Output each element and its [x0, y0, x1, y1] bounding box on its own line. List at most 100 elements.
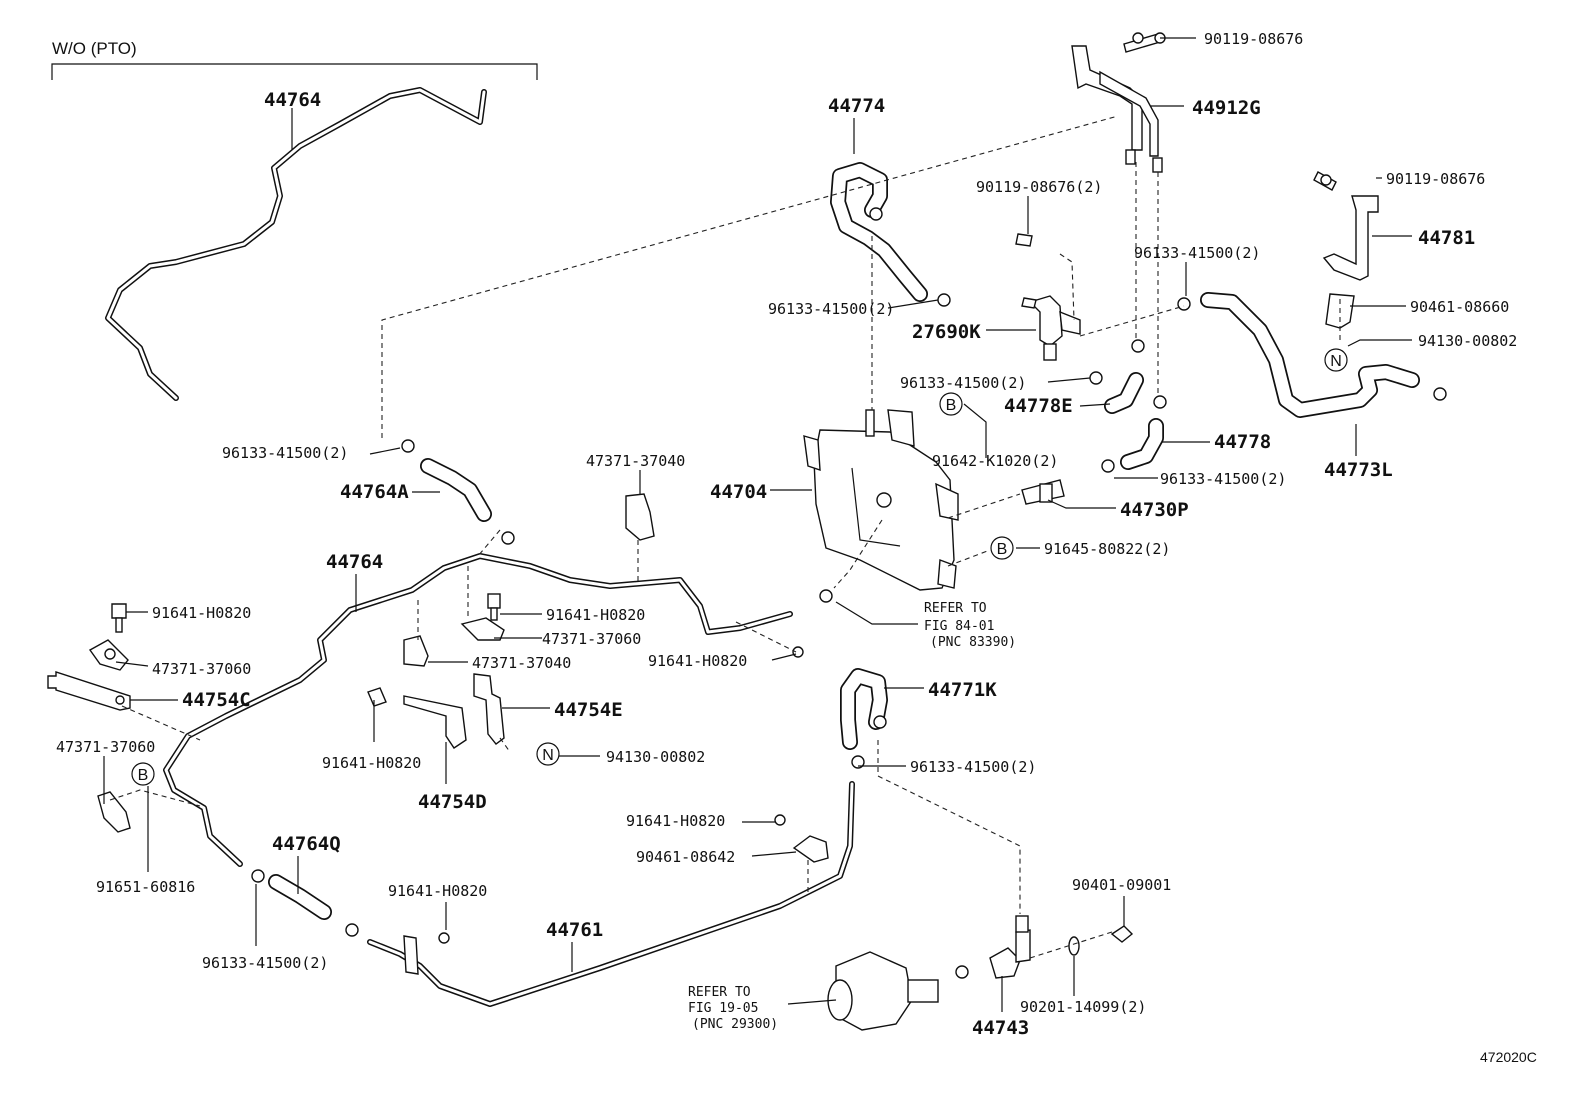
part-label-91641-H0820-d: 91641-H0820: [322, 754, 421, 772]
svg-text:B: B: [997, 541, 1008, 558]
svg-text:FIG 19-05: FIG 19-05: [688, 1001, 758, 1016]
clamp-47371-37040-a: [625, 493, 655, 541]
svg-text:B: B: [138, 767, 149, 784]
bolt-91641-H0820-a: [111, 603, 127, 633]
part-label-90461-08642: 90461-08642: [636, 848, 735, 866]
hose-44771K: [840, 668, 888, 750]
bracket-44754E: [473, 673, 505, 745]
union-44743: [989, 915, 1031, 979]
part-label-44764-mid: 44764: [326, 551, 383, 573]
part-label-44754C: 44754C: [182, 689, 251, 711]
part-label-91645-80822: 91645-80822(2): [1044, 540, 1170, 558]
part-label-44754E: 44754E: [554, 699, 623, 721]
part-label-44764A: 44764A: [340, 481, 409, 503]
part-label-47371-37040-a: 47371-37040: [586, 452, 685, 470]
bracket-44754D: [367, 687, 467, 749]
part-label-96133-41500-2-right: 96133-41500(2): [1134, 244, 1260, 262]
bracket-44912G: [1071, 32, 1166, 173]
symbol-B-3: B: [131, 762, 155, 786]
svg-text:REFER TO: REFER TO: [924, 601, 987, 616]
part-label-44754D: 44754D: [418, 791, 487, 813]
part-label-96133-41500-2-d: 96133-41500(2): [1160, 470, 1286, 488]
reservoir-tank-44704: [803, 409, 959, 591]
part-label-90119-08676-a: 90119-08676: [1204, 30, 1303, 48]
part-label-47371-37060-b: 47371-37060: [152, 660, 251, 678]
part-label-96133-41500-2-left: 96133-41500(2): [222, 444, 348, 462]
symbol-N-1: N: [1324, 348, 1348, 372]
valve-44730P: [1021, 479, 1065, 505]
washer-pump: [827, 951, 969, 1031]
part-label-90461-08660: 90461-08660: [1410, 298, 1509, 316]
svg-text:(PNC 29300): (PNC 29300): [692, 1017, 778, 1032]
bolt-90401-09001: [1110, 925, 1134, 943]
part-label-47371-37060-c: 47371-37060: [56, 738, 155, 756]
part-label-91641-H0820-c: 91641-H0820: [648, 652, 747, 670]
clamp-47371-37040-b: [403, 635, 429, 667]
pipe-44761: [367, 781, 855, 1007]
clamp-90461-08642: [792, 835, 829, 863]
part-label-47371-37060-a: 47371-37060: [542, 630, 641, 648]
part-label-91642-K1020: 91642-K1020(2): [932, 452, 1058, 470]
svg-text:REFER TO: REFER TO: [688, 985, 751, 1000]
reference-note-fig-84: REFER TO FIG 84-01 (PNC 83390): [924, 601, 1016, 650]
part-label-94130-00802-a: 94130-00802: [1418, 332, 1517, 350]
part-label-47371-37040-b: 47371-37040: [472, 654, 571, 672]
hose-44764A: [420, 458, 492, 522]
hose-44774: [830, 162, 928, 302]
part-label-91641-H0820-a: 91641-H0820: [152, 604, 251, 622]
hose-44773L: [1200, 292, 1420, 418]
part-label-91651-60816: 91651-60816: [96, 878, 195, 896]
part-label-44764Q: 44764Q: [272, 833, 341, 855]
part-label-44743: 44743: [972, 1017, 1029, 1039]
part-label-90119-08676-2: 90119-08676(2): [976, 178, 1102, 196]
part-label-96133-41500-2-c: 96133-41500(2): [900, 374, 1026, 392]
washer-90201-14099: [1068, 936, 1080, 956]
section-label: W/O (PTO): [52, 39, 137, 58]
assembly-dashed-lines: [109, 115, 1341, 959]
svg-text:(PNC 83390): (PNC 83390): [930, 635, 1016, 650]
hose-44778: [1120, 418, 1164, 470]
bracket-44754C: [47, 671, 131, 711]
hose-44778E: [1104, 372, 1144, 414]
symbol-N-2: N: [536, 742, 560, 766]
part-label-44778E: 44778E: [1004, 395, 1073, 417]
part-labels: 44764 44774 90119-08676 44912G 90119-086…: [56, 30, 1517, 1039]
part-label-91641-H0820-f: 91641-H0820: [388, 882, 487, 900]
pipe-44764-mid: [163, 553, 793, 867]
clamp-47371-37060-c: [97, 791, 131, 833]
svg-text:N: N: [542, 747, 554, 764]
part-label-96133-41500-2-mid: 96133-41500(2): [768, 300, 894, 318]
pipe-44764-top: [105, 87, 487, 401]
hose-clip-group: [251, 32, 1447, 944]
part-label-44764-top: 44764: [264, 89, 321, 111]
part-label-91641-H0820-e: 91641-H0820: [626, 812, 725, 830]
part-label-44778: 44778: [1214, 431, 1271, 453]
part-label-44771K: 44771K: [928, 679, 997, 701]
part-label-44730P: 44730P: [1120, 499, 1189, 521]
part-label-44761: 44761: [546, 919, 603, 941]
svg-text:FIG 84-01: FIG 84-01: [924, 619, 994, 634]
part-label-96133-41500-2-f: 96133-41500(2): [202, 954, 328, 972]
leader-lines: [103, 37, 1412, 1012]
part-label-44781: 44781: [1418, 227, 1475, 249]
part-label-91641-H0820-b: 91641-H0820: [546, 606, 645, 624]
part-label-96133-41500-2-e: 96133-41500(2): [910, 758, 1036, 776]
figure-code: 472020C: [1480, 1049, 1537, 1065]
svg-text:B: B: [946, 397, 957, 414]
part-label-90201-14099: 90201-14099(2): [1020, 998, 1146, 1016]
part-label-94130-00802-b: 94130-00802: [606, 748, 705, 766]
part-label-27690K: 27690K: [912, 321, 981, 343]
part-label-90401-09001: 90401-09001: [1072, 876, 1171, 894]
reference-note-fig-19: REFER TO FIG 19-05 (PNC 29300): [688, 985, 778, 1032]
part-label-44774: 44774: [828, 95, 885, 117]
clamp-47371-37060-a: [88, 639, 129, 671]
symbol-B-2: B: [990, 536, 1014, 560]
part-label-44773L: 44773L: [1324, 459, 1393, 481]
symbol-B-1: B: [939, 392, 963, 416]
bracket-44781: [1313, 171, 1379, 281]
part-label-44704: 44704: [710, 481, 767, 503]
hose-44764Q: [268, 874, 332, 920]
valve-27690K: [1015, 233, 1081, 361]
part-label-90119-08676-b: 90119-08676: [1386, 170, 1485, 188]
